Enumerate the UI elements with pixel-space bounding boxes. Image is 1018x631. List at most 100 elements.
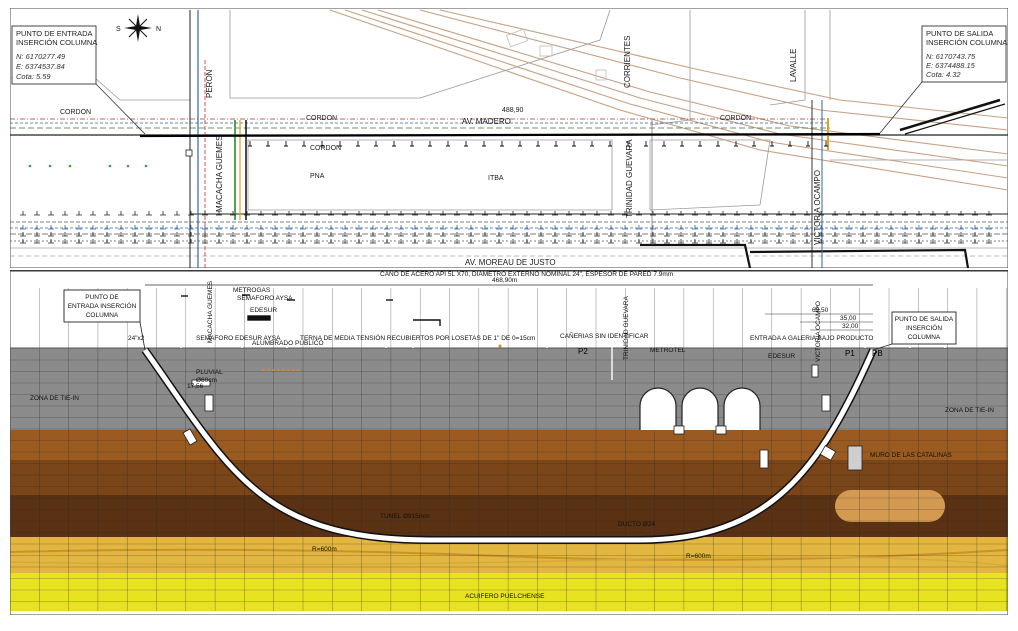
profile-entry-line3: COLUMNA (86, 312, 119, 319)
utility-mark (104, 239, 110, 244)
utility-mark (552, 232, 558, 237)
utility-mark (554, 141, 558, 147)
utility-mark (636, 232, 642, 237)
profile-length: 468,90m (492, 277, 517, 284)
utility-mark (468, 232, 474, 237)
utility-mark (720, 225, 726, 230)
utility-mark (482, 225, 488, 230)
plan-length: 488,90 (502, 107, 524, 114)
utility-mark (132, 211, 138, 216)
railway-tracks (329, 9, 1008, 191)
entry-box-title1: PUNTO DE ENTRADA (16, 29, 93, 38)
utility-mark (790, 211, 796, 216)
street-label-moreau: AV. MOREAU DE JUSTO (465, 258, 556, 267)
entry-box-e: E: 6374537.84 (16, 62, 65, 71)
utility-mark (230, 225, 236, 230)
utility-mark (440, 211, 446, 216)
utility-mark (76, 211, 82, 216)
galleries (639, 387, 761, 435)
label-terna: TERNA DE MEDIA TENSIÓN RECUBIERTOS POR L… (300, 333, 535, 342)
utility-mark (706, 225, 712, 230)
label-ducto: DUCTO Ø24 (618, 521, 655, 528)
plan-utility-marks (20, 141, 992, 244)
label-zona-right: ZONA DE TIE-IN (945, 407, 994, 414)
utility-mark (370, 211, 376, 216)
utility-mark (958, 239, 964, 244)
label-metrogas: METROGAS (233, 287, 271, 294)
utility-mark (566, 239, 572, 244)
utility-mark (662, 141, 666, 147)
entry-box-n: N: 6170277.49 (16, 52, 66, 61)
utility-mark (678, 225, 684, 230)
utility-mark (972, 239, 978, 244)
utility-mark (384, 225, 390, 230)
utility-mark (622, 232, 628, 237)
utility-mark (720, 239, 726, 244)
utility-mark (20, 225, 26, 230)
axis-tick-label: 450.00 (162, 615, 182, 622)
utility-mark (300, 232, 306, 237)
utility-mark (174, 211, 180, 216)
utility-mark (930, 239, 936, 244)
label-alumbrado: ALUMBRADO PUBLICO (252, 340, 324, 347)
utility-mark (788, 141, 792, 147)
utility-mark (440, 232, 446, 237)
label-r1: R=600m (312, 546, 337, 553)
utility-mark (20, 211, 26, 216)
utility-mark (132, 232, 138, 237)
pna-label: PNA (310, 173, 325, 180)
utility-mark (776, 232, 782, 237)
utility-mark (608, 141, 612, 147)
label-pb: PB (872, 349, 883, 358)
lens-sand (835, 490, 945, 522)
utility-mark (440, 239, 446, 244)
utility-mark (818, 239, 824, 244)
utility-mark (160, 239, 166, 244)
utility-mark (342, 239, 348, 244)
utility-mark (20, 232, 26, 237)
axis-tick-label: -50.00 (951, 615, 970, 622)
utility-mark (356, 232, 362, 237)
profile-labels: 24"x2 MACACHA GUEMES SEMAFORO EDESUR AYS… (30, 280, 994, 600)
label-trinidad: TRINIDAD GUEVARA (623, 296, 630, 360)
utility-mark (90, 232, 96, 237)
utility-mark (370, 225, 376, 230)
street-label-peron: PERON (205, 69, 214, 98)
utility-mark (342, 232, 348, 237)
utility-mark (888, 225, 894, 230)
utility-mark (34, 232, 40, 237)
utility-mark (552, 239, 558, 244)
utility-mark (804, 232, 810, 237)
utility-mark (104, 211, 110, 216)
utility-mark (622, 211, 628, 216)
utility-mark (34, 239, 40, 244)
utility-mark (48, 239, 54, 244)
compass-s: S (116, 26, 121, 33)
utility-mark (314, 239, 320, 244)
dim-6950: 69,50 (812, 307, 829, 314)
utility-mark (384, 239, 390, 244)
label-pluvial: PLUVIAL (196, 369, 223, 376)
entry-box-title2: INSERCIÓN COLUMNA (16, 38, 97, 47)
label-p1: P1 (845, 349, 855, 358)
utility-mark (398, 211, 404, 216)
utility-mark (300, 211, 306, 216)
utility-mark (398, 232, 404, 237)
utility-mark (524, 225, 530, 230)
north-compass: S N (116, 14, 161, 42)
utility-mark (482, 211, 488, 216)
utility-mark (916, 211, 922, 216)
utility-mark (664, 211, 670, 216)
utility-mark (446, 141, 450, 147)
utility-mark (468, 211, 474, 216)
utility-mark (286, 225, 292, 230)
utility-mark (454, 232, 460, 237)
utility-mark (806, 141, 810, 147)
utility-mark (734, 232, 740, 237)
utility-mark (244, 211, 250, 216)
plan-entry-box: PUNTO DE ENTRADA INSERCIÓN COLUMNA N: 61… (11, 25, 146, 135)
utility-mark (692, 232, 698, 237)
utility-mark (790, 232, 796, 237)
utility-mark (986, 225, 992, 230)
utility-mark (118, 239, 124, 244)
